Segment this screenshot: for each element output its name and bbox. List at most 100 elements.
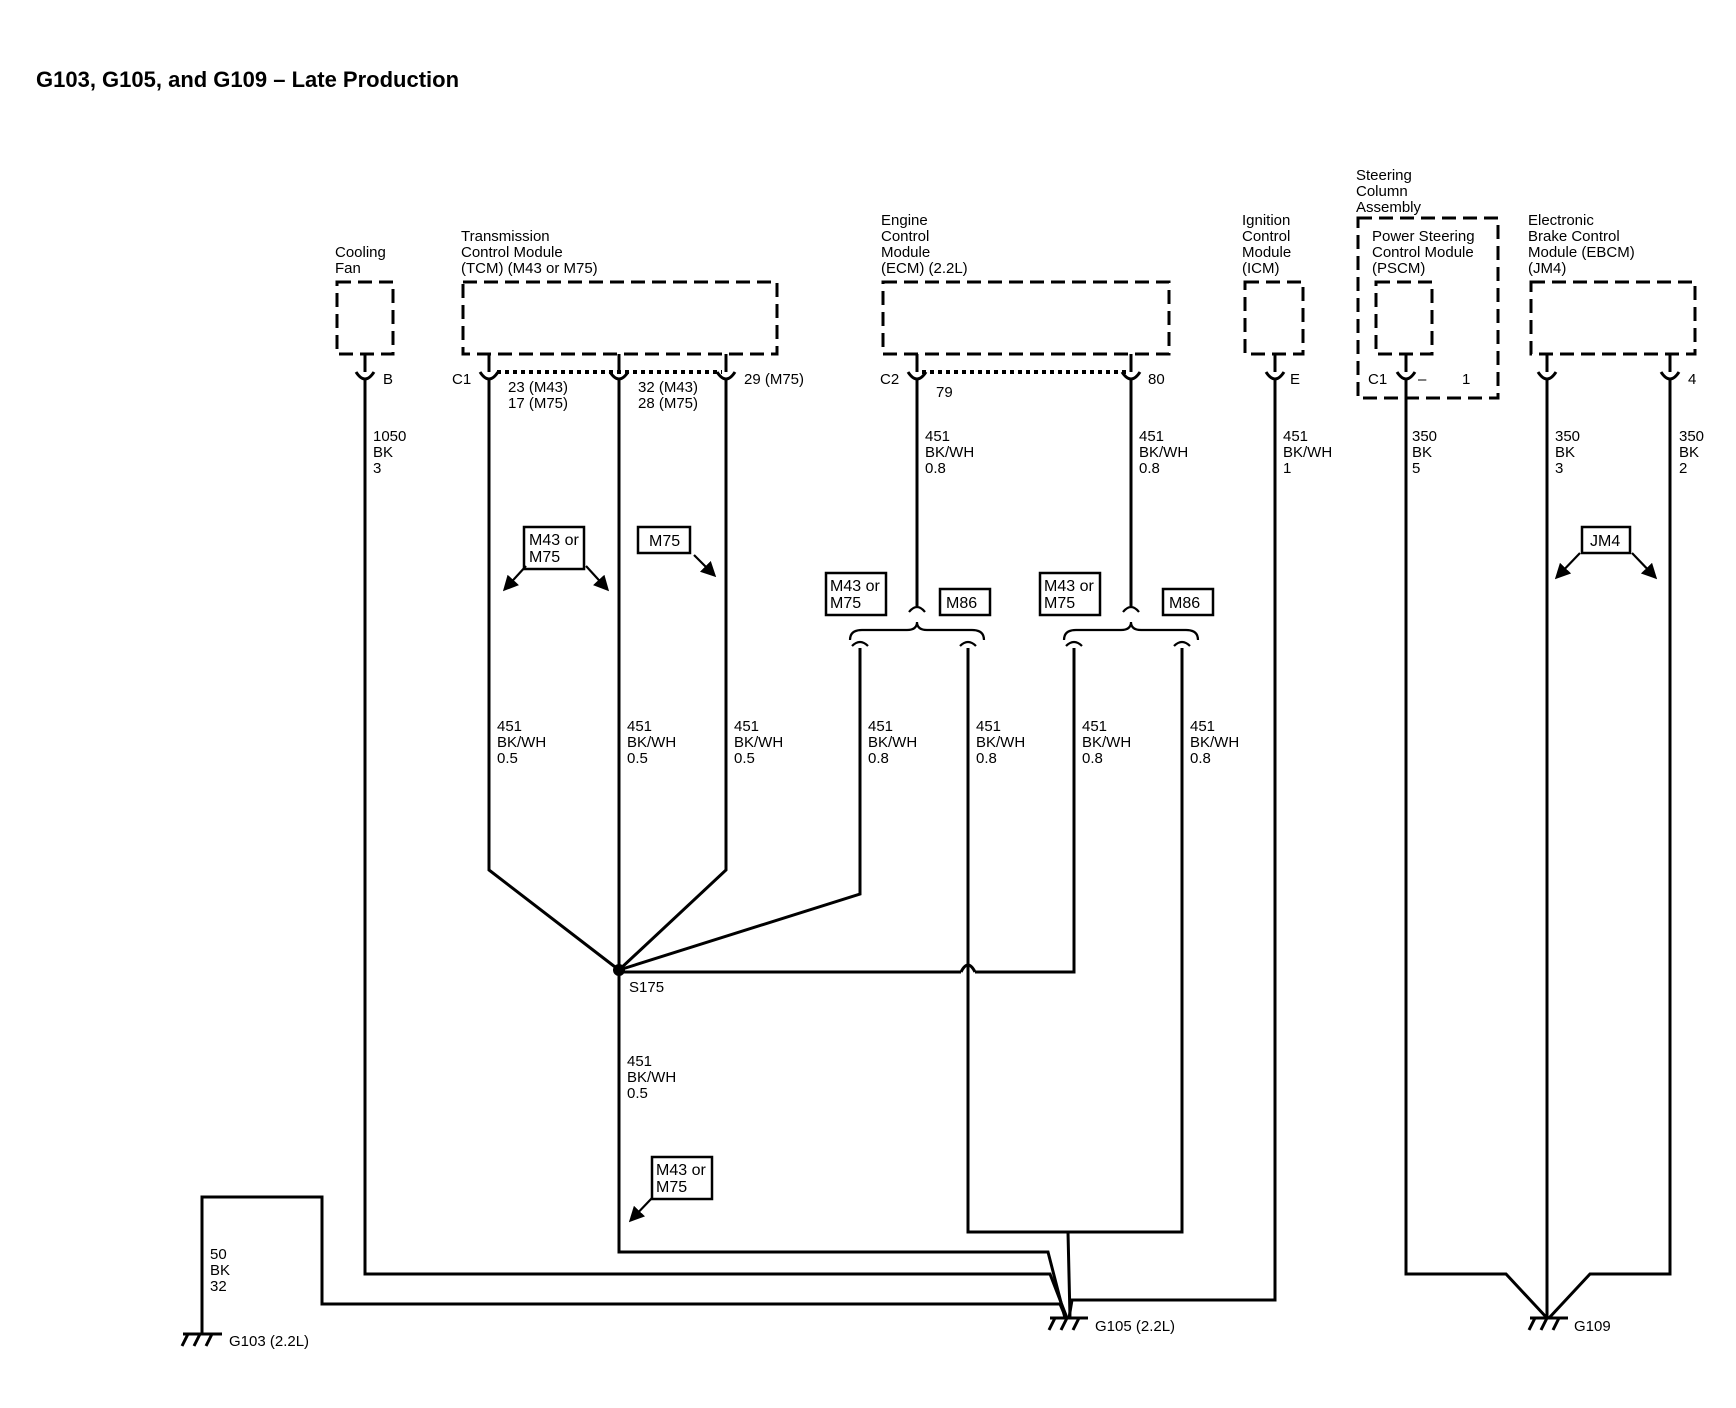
svg-text:M75: M75 (656, 1179, 687, 1196)
option-box-ecm79-m43-m75: M43 or M75 (824, 571, 888, 617)
option-box-ecm80-m43-m75: M43 or M75 (1038, 571, 1102, 617)
pin-label-pscm-dash: – (1418, 371, 1427, 388)
option-box-ecm80-m86: M86 (1161, 587, 1215, 617)
svg-text:BK/WH: BK/WH (1190, 734, 1239, 751)
svg-text:32: 32 (210, 1278, 227, 1295)
svg-text:0.5: 0.5 (734, 750, 755, 767)
svg-text:5: 5 (1412, 460, 1420, 477)
svg-text:BK/WH: BK/WH (1082, 734, 1131, 751)
svg-text:451: 451 (734, 718, 759, 735)
wires (200, 378, 1672, 1334)
wire-label-tcm2: 451 BK/WH 0.5 (627, 718, 676, 767)
svg-text:3: 3 (1555, 460, 1563, 477)
option-box-tcm-m43-m75: M43 or M75 (502, 525, 610, 592)
pin-label-tcm-28: 28 (M75) (638, 395, 698, 412)
svg-text:BK/WH: BK/WH (976, 734, 1025, 751)
svg-text:1050: 1050 (373, 428, 406, 445)
svg-text:Control: Control (881, 228, 929, 245)
svg-text:3: 3 (373, 460, 381, 477)
wire-label-pscm: 350 BK 5 (1412, 428, 1437, 477)
wire-label-tcm3: 451 BK/WH 0.5 (734, 718, 783, 767)
pin-label-fan-b: B (383, 371, 393, 388)
svg-text:BK/WH: BK/WH (925, 444, 974, 461)
svg-text:Control Module: Control Module (1372, 244, 1474, 261)
svg-text:451: 451 (868, 718, 893, 735)
svg-text:1: 1 (1283, 460, 1291, 477)
svg-text:M75: M75 (1044, 595, 1075, 612)
svg-text:0.8: 0.8 (868, 750, 889, 767)
svg-text:M43 or: M43 or (529, 532, 579, 549)
svg-text:451: 451 (1190, 718, 1215, 735)
ground-icon-g105 (1047, 1316, 1088, 1331)
cooling-fan-label: Cooling Fan (335, 244, 386, 277)
svg-text:350: 350 (1555, 428, 1580, 445)
svg-text:Transmission: Transmission (461, 228, 550, 245)
splice-label: S175 (629, 979, 664, 996)
wire-label-branch1: 451 BK/WH 0.8 (868, 718, 917, 767)
svg-text:0.8: 0.8 (1082, 750, 1103, 767)
svg-text:0.5: 0.5 (497, 750, 518, 767)
tcm-label: Transmission Control Module (TCM) (M43 o… (461, 228, 598, 277)
svg-text:Assembly: Assembly (1356, 199, 1422, 216)
svg-text:BK/WH: BK/WH (497, 734, 546, 751)
wire-label-ebcm1: 350 BK 3 (1555, 428, 1580, 477)
connector-label-tcm-c1: C1 (452, 371, 471, 388)
ebcm-label: Electronic Brake Control Module (EBCM) (… (1528, 212, 1635, 277)
pin-label-tcm-29: 29 (M75) (744, 371, 804, 388)
svg-text:Module: Module (881, 244, 930, 261)
svg-text:451: 451 (1082, 718, 1107, 735)
svg-text:M43 or: M43 or (830, 578, 880, 595)
svg-text:451: 451 (1283, 428, 1308, 445)
option-box-tcm-m75: M75 (636, 525, 717, 578)
svg-text:0.5: 0.5 (627, 750, 648, 767)
svg-text:Brake Control: Brake Control (1528, 228, 1620, 245)
svg-text:M43 or: M43 or (656, 1162, 706, 1179)
option-box-ecm79-m86: M86 (938, 587, 992, 617)
ecm-box (881, 280, 1171, 356)
svg-text:M75: M75 (529, 549, 560, 566)
ground-icon-g109 (1527, 1316, 1568, 1331)
svg-text:M86: M86 (946, 595, 977, 612)
pin-label-ebcm-1: 1 (1462, 371, 1470, 388)
pin-label-tcm-23: 23 (M43) (508, 379, 568, 396)
splice-s175-dot (613, 964, 625, 976)
ground-icon-g103 (180, 1332, 222, 1347)
svg-text:Fan: Fan (335, 260, 361, 277)
svg-text:M43 or: M43 or (1044, 578, 1094, 595)
icm-label: Ignition Control Module (ICM) (1242, 212, 1291, 277)
diagram-title: G103, G105, and G109 – Late Production (36, 67, 459, 92)
wire-label-tcm1: 451 BK/WH 0.5 (497, 718, 546, 767)
svg-text:451: 451 (976, 718, 1001, 735)
svg-text:0.8: 0.8 (976, 750, 997, 767)
svg-text:(TCM) (M43 or M75): (TCM) (M43 or M75) (461, 260, 598, 277)
wire-label-g103: 50 BK 32 (210, 1246, 230, 1295)
svg-text:Cooling: Cooling (335, 244, 386, 261)
svg-text:BK/WH: BK/WH (1283, 444, 1332, 461)
svg-text:(ECM) (2.2L): (ECM) (2.2L) (881, 260, 968, 277)
svg-text:Control: Control (1242, 228, 1290, 245)
svg-text:BK: BK (373, 444, 393, 461)
icm-box (1243, 280, 1305, 356)
svg-text:BK/WH: BK/WH (734, 734, 783, 751)
option-box-ebcm-jm4: JM4 (1554, 525, 1658, 580)
svg-text:Ignition: Ignition (1242, 212, 1290, 229)
svg-text:M86: M86 (1169, 595, 1200, 612)
svg-text:451: 451 (1139, 428, 1164, 445)
pin-label-tcm-32: 32 (M43) (638, 379, 698, 396)
wire-label-branch2: 451 BK/WH 0.8 (976, 718, 1025, 767)
svg-text:350: 350 (1679, 428, 1704, 445)
svg-text:M75: M75 (830, 595, 861, 612)
connector-label-ecm-c2: C2 (880, 371, 899, 388)
wire-label-fan: 1050 BK 3 (373, 428, 406, 477)
option-box-splice-m43-m75: M43 or M75 (628, 1155, 714, 1223)
svg-text:Column: Column (1356, 183, 1408, 200)
svg-text:Module: Module (1242, 244, 1291, 261)
svg-text:BK: BK (1555, 444, 1575, 461)
svg-text:BK: BK (210, 1262, 230, 1279)
svg-text:0.5: 0.5 (627, 1085, 648, 1102)
svg-text:0.8: 0.8 (1190, 750, 1211, 767)
pscm-label: Power Steering Control Module (PSCM) (1372, 228, 1475, 277)
pscm-box (1374, 280, 1434, 356)
svg-text:Module (EBCM): Module (EBCM) (1528, 244, 1635, 261)
